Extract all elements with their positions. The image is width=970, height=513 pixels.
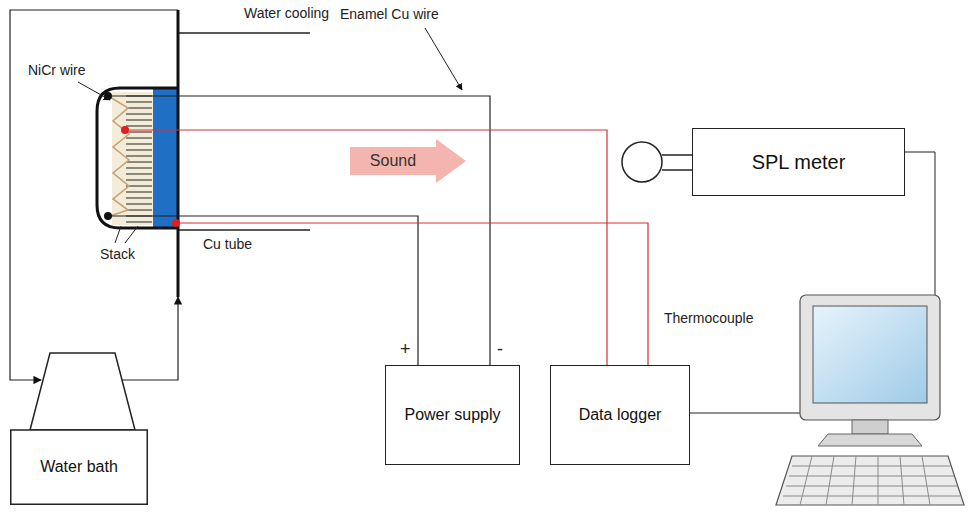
enamel-wire	[108, 216, 418, 365]
node-text: Power supply	[404, 406, 500, 424]
bath-lid	[30, 353, 135, 430]
node-text: Sound	[370, 152, 416, 170]
power-supply-box: Power supply	[385, 365, 520, 465]
leader-line	[125, 226, 138, 243]
tube-wall	[178, 32, 310, 34]
node-text: Data logger	[579, 406, 662, 424]
polarity-sign: -	[497, 339, 503, 360]
block-arrow	[350, 139, 466, 183]
thermocouple-wire	[125, 130, 607, 365]
part-label: Enamel Cu wire	[340, 6, 439, 22]
enamel-wire	[108, 96, 490, 365]
computer-icon	[776, 295, 964, 505]
data-logger-box: Data logger	[550, 365, 690, 465]
microphone-link	[662, 169, 692, 171]
part-label: NiCr wire	[28, 62, 86, 78]
leader-line	[78, 82, 110, 100]
water-jacket	[177, 10, 180, 297]
part-label: Cu tube	[203, 236, 252, 252]
node-text: Water bath	[40, 458, 118, 476]
stack-plates	[126, 96, 152, 222]
part-label: Thermocouple	[664, 310, 754, 326]
leader-line	[115, 226, 121, 243]
spl-meter-box: SPL meter	[692, 128, 905, 196]
cu-tube-end	[97, 88, 178, 228]
polarity-sign: +	[400, 339, 411, 360]
data-cable	[690, 413, 800, 414]
tube-wall	[178, 229, 310, 231]
water-line	[10, 10, 178, 380]
part-label: Water cooling	[244, 5, 329, 21]
thermocouple-junction	[172, 219, 180, 227]
thermocouple-wire	[176, 223, 648, 365]
thermocouple-junction	[121, 126, 129, 134]
water-bath: Water bath	[10, 352, 148, 505]
water-bath-outline	[10, 352, 148, 505]
part-label: Stack	[100, 246, 135, 262]
nicr-heater	[110, 97, 129, 216]
sound-arrow: Sound	[350, 139, 466, 183]
node-text: SPL meter	[752, 151, 846, 174]
stack-body	[112, 92, 153, 225]
heat-exchanger	[153, 89, 177, 228]
leader-line	[425, 28, 462, 90]
data-cable	[905, 152, 935, 295]
water-line	[122, 297, 178, 380]
wire-junction	[104, 212, 112, 220]
bath-tank	[11, 430, 148, 504]
microphone	[622, 142, 662, 182]
microphone-link	[662, 154, 692, 156]
